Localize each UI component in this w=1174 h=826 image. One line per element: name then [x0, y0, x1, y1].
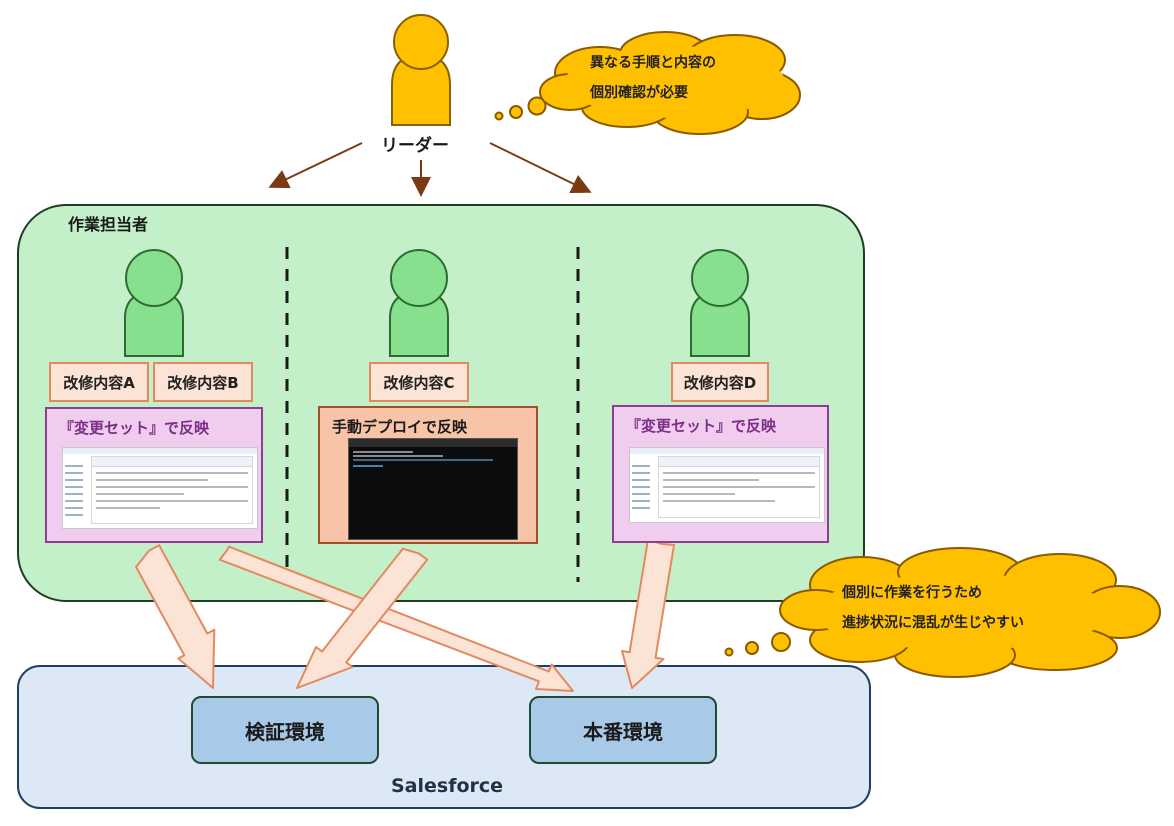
production-environment: 本番環境 [529, 696, 717, 764]
worker2-method-panel: 手動デプロイで反映 [318, 406, 538, 544]
leader-bubble-text: 異なる手順と内容の 個別確認が必要 [590, 48, 716, 108]
leader-thought-cloud [494, 31, 801, 135]
worker-bubble-text: 個別に作業を行うため 進捗状況に混乱が生じやすい [842, 578, 1024, 638]
worker1-method-label: 『変更セット』で反映 [59, 419, 210, 437]
leader-bubble-line1: 異なる手順と内容の [590, 55, 716, 71]
worker1-method-panel: 『変更セット』で反映 [45, 407, 263, 543]
sandbox-environment: 検証環境 [191, 696, 379, 764]
leader-person-icon [391, 14, 451, 126]
change-set-screenshot [629, 447, 825, 523]
worker3-person-icon [690, 249, 750, 357]
deploy-arrows [135, 538, 675, 692]
worker1-item-b: 改修内容B [153, 362, 253, 402]
worker1-person-icon [124, 249, 184, 357]
leader-bubble-line2: 個別確認が必要 [590, 85, 688, 101]
worker-bubble-line1: 個別に作業を行うため [842, 585, 982, 601]
worker1-item-a: 改修内容A [49, 362, 149, 402]
worker2-item-c: 改修内容C [369, 362, 469, 402]
terminal-screenshot [348, 438, 518, 540]
worker-bubble-line2: 進捗状況に混乱が生じやすい [842, 615, 1024, 631]
worker2-method-label: 手動デプロイで反映 [332, 418, 468, 436]
worker2-person-icon [389, 249, 449, 357]
salesforce-label: Salesforce [391, 775, 504, 797]
change-set-screenshot [62, 447, 258, 529]
worker-thought-cloud [724, 547, 1161, 678]
leader-arrows [268, 142, 592, 197]
worker3-item-d: 改修内容D [671, 362, 769, 402]
worker3-method-panel: 『変更セット』で反映 [612, 405, 829, 543]
leader-label: リーダー [381, 136, 449, 156]
worker3-method-label: 『変更セット』で反映 [626, 417, 777, 435]
worker-group-label: 作業担当者 [68, 215, 149, 234]
